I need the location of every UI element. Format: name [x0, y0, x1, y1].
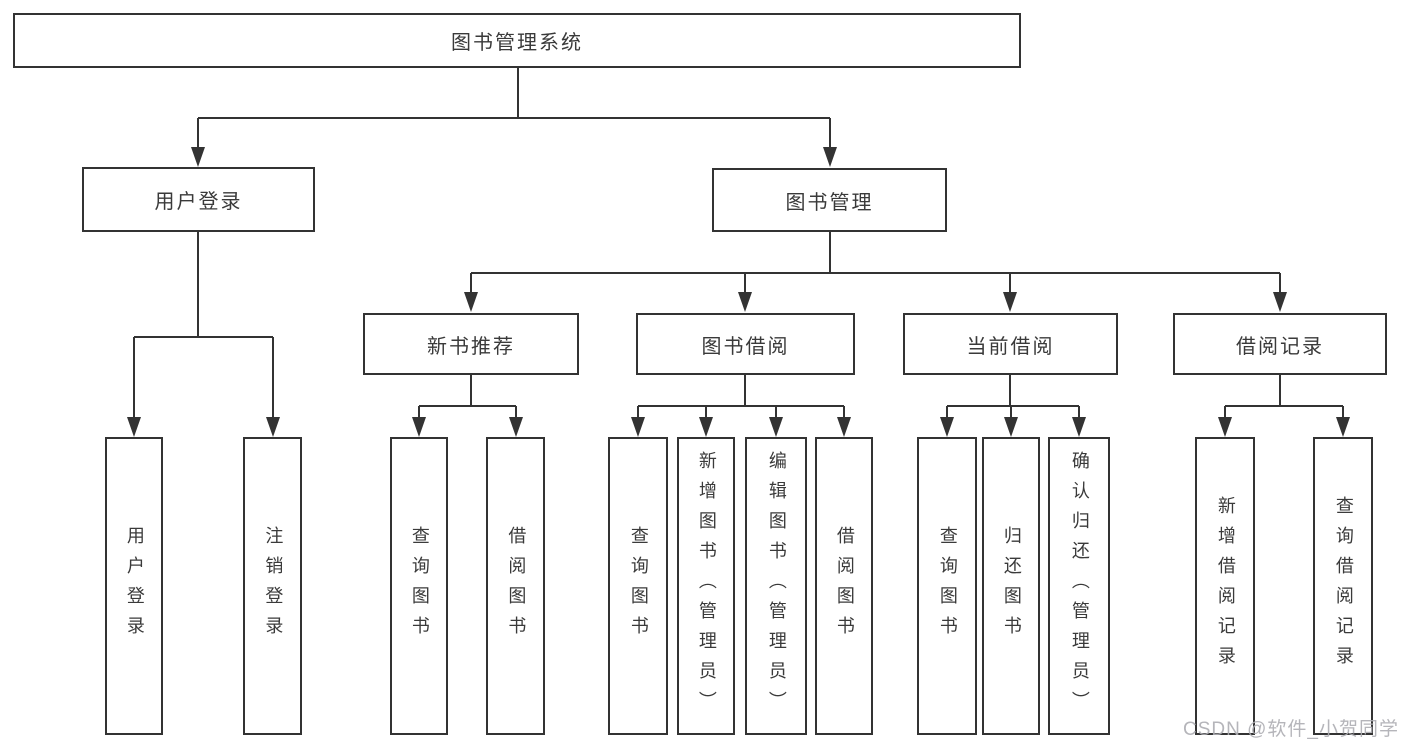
leaf-label: 借阅图书 [506, 526, 527, 646]
leaf-query-borrow-record: 查询借阅记录 [1313, 437, 1373, 735]
leaf-label: 用户登录 [124, 526, 145, 646]
leaf-label: 查询图书 [409, 526, 430, 646]
leaf-borrow-books-recommend: 借阅图书 [486, 437, 545, 735]
leaf-label: 查询图书 [628, 526, 649, 646]
leaf-query-books-borrowing: 查询图书 [608, 437, 668, 735]
leaf-label: 编辑图书（管理员） [766, 451, 787, 721]
leaf-label: 确认归还（管理员） [1069, 451, 1090, 721]
leaf-user-login: 用户登录 [105, 437, 163, 735]
leaf-return-books: 归还图书 [982, 437, 1040, 735]
node-library-management-system: 图书管理系统 [13, 13, 1021, 68]
leaf-borrow-books-borrowing: 借阅图书 [815, 437, 873, 735]
node-borrowing-records: 借阅记录 [1173, 313, 1387, 375]
node-book-management: 图书管理 [712, 168, 947, 232]
leaf-label: 新增借阅记录 [1215, 496, 1236, 676]
leaf-add-books-admin: 新增图书（管理员） [677, 437, 735, 735]
leaf-label: 新增图书（管理员） [696, 451, 717, 721]
leaf-label: 注销登录 [263, 526, 284, 646]
leaf-logout: 注销登录 [243, 437, 302, 735]
leaf-label: 借阅图书 [834, 526, 855, 646]
leaf-label: 查询借阅记录 [1333, 496, 1354, 676]
node-user-login: 用户登录 [82, 167, 315, 232]
node-book-borrowing: 图书借阅 [636, 313, 855, 375]
csdn-watermark: CSDN @软件_小贺同学 [1183, 719, 1399, 740]
leaf-query-books-current: 查询图书 [917, 437, 977, 735]
leaf-label: 归还图书 [1001, 526, 1022, 646]
node-current-borrowing: 当前借阅 [903, 313, 1118, 375]
leaf-confirm-return-admin: 确认归还（管理员） [1048, 437, 1110, 735]
leaf-label: 查询图书 [937, 526, 958, 646]
leaf-add-borrow-record: 新增借阅记录 [1195, 437, 1255, 735]
node-new-book-recommendation: 新书推荐 [363, 313, 579, 375]
leaf-edit-books-admin: 编辑图书（管理员） [745, 437, 807, 735]
leaf-query-books-recommend: 查询图书 [390, 437, 448, 735]
